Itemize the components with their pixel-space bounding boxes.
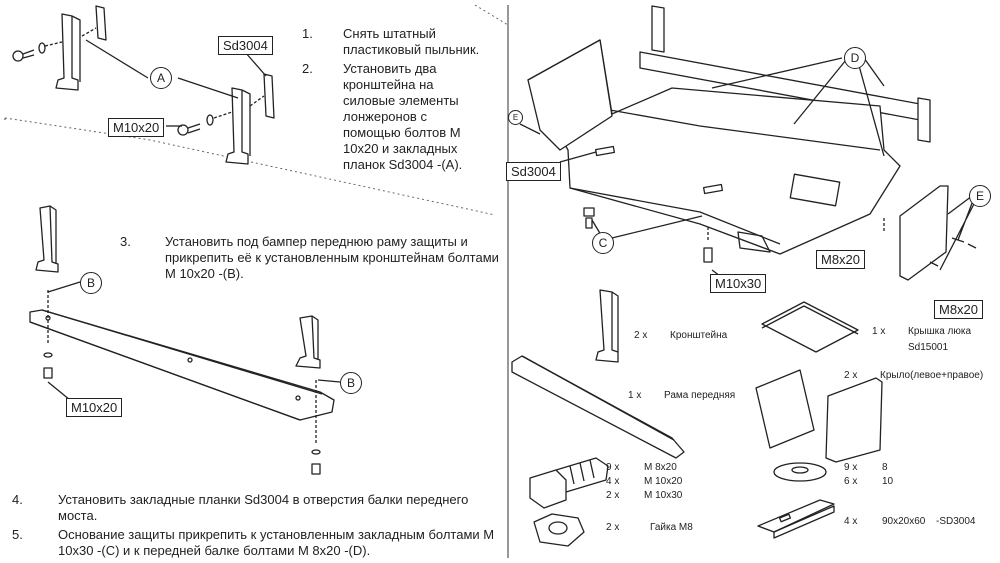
step-3-number: 3. <box>120 234 131 249</box>
part-frame-name: Рама передняя <box>664 390 736 401</box>
step-5-number: 5. <box>12 527 23 542</box>
step-3-text: Установить под бампер переднюю раму защи… <box>165 234 499 281</box>
washer-8-qty: 9 x <box>844 462 858 473</box>
callout-d: D <box>844 47 866 69</box>
callout-sd3004-label: Sd3004 <box>218 36 273 55</box>
bolt-m10x30-name: M 10x30 <box>644 490 683 501</box>
part-hatch-code: Sd15001 <box>908 342 949 353</box>
callout-c: C <box>592 232 614 254</box>
step-5-text: Основание защиты прикрепить к установлен… <box>58 527 495 558</box>
part-wing-name: Крыло(левое+правое) <box>880 370 984 381</box>
callout-m8x20-center-label: M8x20 <box>816 250 866 269</box>
plate-qty: 4 x <box>844 516 858 527</box>
step-4-text: Установить закладные планки Sd3004 в отв… <box>58 492 469 523</box>
step-2-number: 2. <box>302 61 313 76</box>
callout-m8x20-right-label: M8x20 <box>934 300 984 319</box>
callout-m10x20-frame-label: M10x20 <box>66 398 123 417</box>
part-frame-qty: 1 x <box>628 390 642 401</box>
part-hatch-qty: 1 x <box>872 326 886 337</box>
plate-code: -SD3004 <box>936 516 976 527</box>
part-hatch-name: Крышка люка <box>908 326 972 337</box>
callout-m10x30-label: M10x30 <box>710 274 767 293</box>
step-1-number: 1. <box>302 26 313 41</box>
step-1-text: Снять штатный пластиковый пыльник. <box>343 26 480 57</box>
part-wing-qty: 2 x <box>844 370 858 381</box>
bolt-m8x20-qty: 9 x <box>606 462 620 473</box>
nut-qty: 2 x <box>606 522 620 533</box>
washer-10-name: 10 <box>882 476 894 487</box>
plate-size: 90x20x60 <box>882 516 926 527</box>
bolt-m10x30-qty: 2 x <box>606 490 620 501</box>
bolt-m10x20-qty: 4 x <box>606 476 620 487</box>
part-bracket-qty: 2 x <box>634 330 648 341</box>
bolt-m10x20-name: M 10x20 <box>644 476 683 487</box>
callout-m10x20-label: M10x20 <box>108 118 165 137</box>
washer-10-qty: 6 x <box>844 476 858 487</box>
callout-b-left: B <box>80 272 102 294</box>
callout-b-right: B <box>340 372 362 394</box>
step-4-number: 4. <box>12 492 23 507</box>
callout-sd3004-right-label: Sd3004 <box>506 162 561 181</box>
part-bracket-name: Кронштейна <box>670 330 728 341</box>
callout-a: A <box>150 67 172 89</box>
callout-e-left: E <box>508 110 523 125</box>
callout-e-right: E <box>969 185 991 207</box>
washer-8-name: 8 <box>882 462 888 473</box>
bolt-m8x20-name: M 8x20 <box>644 462 677 473</box>
nut-name: Гайка М8 <box>650 522 693 533</box>
step-2-text: Установить два кронштейна на силовые эле… <box>343 61 463 172</box>
